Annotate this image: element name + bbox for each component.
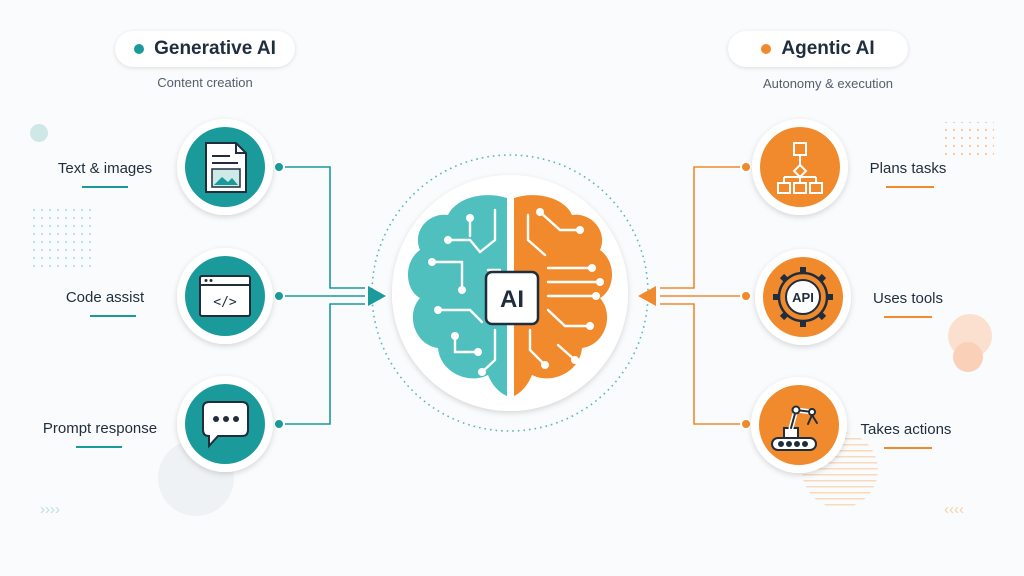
api-gear-icon: API <box>773 267 833 327</box>
svg-text:‹‹‹‹: ‹‹‹‹ <box>944 501 964 518</box>
label-underline <box>90 315 136 317</box>
left-connectors <box>279 166 386 425</box>
flowchart-icon <box>777 142 823 194</box>
agentic-ai-pill: Agentic AI <box>728 31 908 67</box>
label-underline <box>884 447 932 449</box>
label-uses-tools: Uses tools <box>872 290 944 307</box>
node-prompt-response[interactable] <box>177 376 273 472</box>
label-takes-actions: Takes actions <box>860 421 952 438</box>
orange-dot-icon <box>761 44 772 54</box>
label-text-images: Text & images <box>57 160 153 177</box>
node-uses-tools[interactable]: API <box>755 249 851 345</box>
label-underline <box>76 446 122 448</box>
label-underline <box>886 186 934 188</box>
robot-arm-icon <box>771 405 818 451</box>
node-code-assist[interactable]: </> <box>177 248 273 344</box>
label-code-assist: Code assist <box>65 289 145 306</box>
api-icon-text: API <box>792 290 814 305</box>
right-connectors <box>638 166 746 425</box>
left-connector-dots <box>273 161 285 430</box>
svg-text:</>: </> <box>213 295 237 310</box>
node-text-images[interactable] <box>177 119 273 215</box>
teal-dot-icon <box>134 44 145 54</box>
right-connector-dots <box>740 161 752 430</box>
document-image-icon <box>205 142 247 193</box>
generative-ai-subtitle: Content creation <box>157 75 253 90</box>
label-prompt-response: Prompt response <box>42 420 158 437</box>
node-plans-tasks[interactable] <box>752 119 848 215</box>
chat-bubble-icon <box>202 401 249 449</box>
label-underline <box>884 316 932 318</box>
code-window-icon: </> <box>199 275 251 317</box>
node-takes-actions[interactable] <box>751 377 847 473</box>
svg-text:››››: ›››› <box>40 501 60 518</box>
generative-ai-pill: Generative AI <box>115 31 295 67</box>
brain-circuit-icon: AI <box>407 195 613 396</box>
center-ai-label: AI <box>500 286 524 313</box>
label-plans-tasks: Plans tasks <box>869 160 947 177</box>
generative-ai-title: Generative AI <box>154 38 276 59</box>
agentic-ai-title: Agentic AI <box>781 38 875 59</box>
agentic-ai-subtitle: Autonomy & execution <box>762 76 894 91</box>
label-underline <box>82 186 128 188</box>
